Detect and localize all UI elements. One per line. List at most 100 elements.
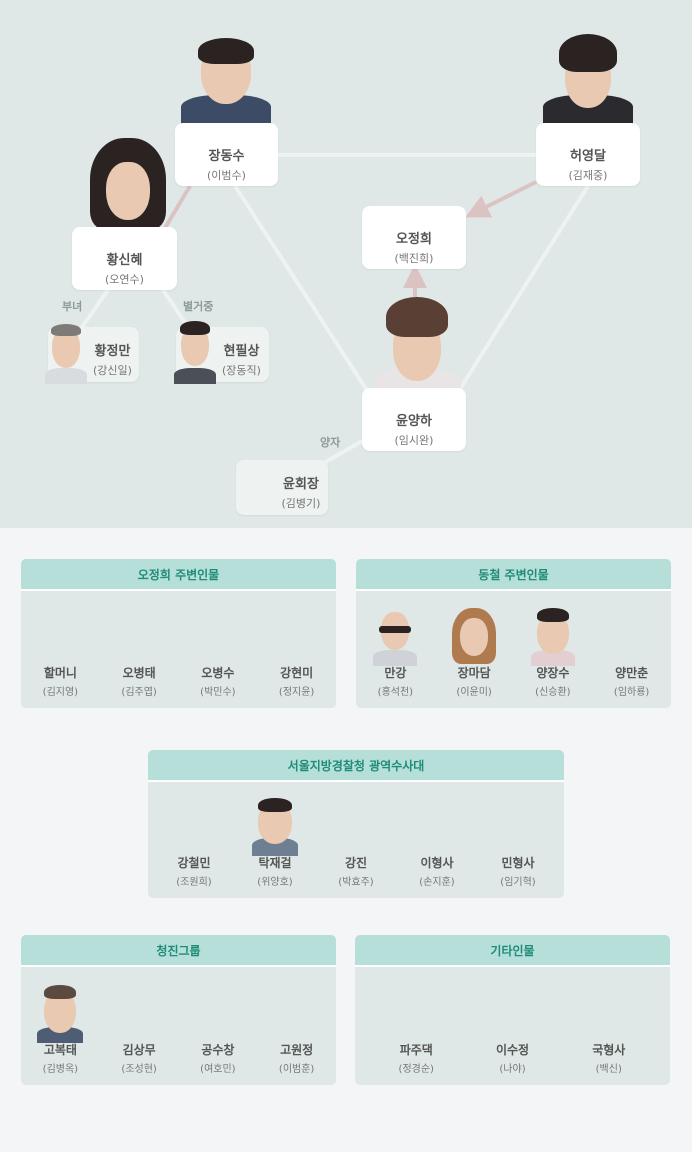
actor: (위양호) (257, 877, 293, 888)
name: 강진 (344, 856, 368, 870)
actor: (박민수) (200, 687, 236, 698)
actor: (박효주) (338, 877, 374, 888)
member[interactable]: 공수창 (여호민) (183, 1041, 253, 1075)
card-jang-dongsu[interactable]: 장동수 (이범수) (175, 123, 278, 186)
actor: (김병옥) (42, 1064, 79, 1075)
name: 윤양하 (396, 414, 432, 429)
member[interactable]: 이형사(손지훈) (402, 854, 472, 888)
section-oh-jeonghui-circle: 오정희 주변인물 할머니 (김지영) 오병태(김주엽) 오병수 (박민수) 강현미 (… (21, 559, 336, 708)
name: 장동수 (208, 149, 245, 164)
name: 현필상 (223, 344, 260, 359)
relation-label-separated: 별거중 (183, 300, 214, 313)
jang-dongsu-photo (180, 30, 272, 125)
actor: (조성현) (121, 1064, 157, 1075)
name: 허영달 (570, 149, 606, 164)
section-title: 동철 주변인물 (356, 559, 671, 591)
name: 오정희 (396, 232, 432, 247)
hwang-sinhye-photo (85, 138, 170, 233)
member-photo (365, 606, 425, 666)
relation-label-adopted-son: 양자 (320, 436, 341, 449)
line-yoon-chairman (321, 438, 365, 466)
actor: (이윤미) (456, 687, 492, 698)
relationship-lines (78, 153, 590, 466)
name: 국형사 (592, 1043, 626, 1057)
member[interactable]: 고복태 (김병옥) (25, 985, 95, 1075)
card-heo-yeongdal[interactable]: 허영달 (김재중) (536, 123, 640, 186)
relationship-chart: 장동수 (이범수) 허영달 (김재중) 황신혜 (오연수) 오정희 (백진희) 윤양하 (… (0, 0, 692, 528)
name: 오병수 (201, 666, 235, 680)
member[interactable]: 국형사 (백신) (574, 1041, 644, 1075)
name: 강현미 (280, 666, 314, 680)
hwang-jeongman-photo (44, 322, 88, 384)
name: 김상무 (122, 1043, 156, 1057)
name: 이형사 (420, 856, 454, 870)
name: 황정만 (94, 344, 131, 359)
line-heo-yoon (456, 184, 590, 394)
member[interactable]: 김상무 (조성현) (104, 1041, 174, 1075)
section-title: 오정희 주변인물 (21, 559, 336, 591)
actor: (임하룡) (613, 687, 650, 698)
member-photo (523, 606, 583, 666)
member-photo (245, 796, 305, 856)
actor: (장동직) (222, 364, 261, 377)
line-hwang-father (78, 288, 110, 332)
actor: (김재중) (568, 169, 608, 182)
actor: (이범훈) (278, 1064, 315, 1075)
card-yoon-yangha[interactable]: 윤양하 (임시완) (362, 388, 466, 451)
actor: (이범수) (207, 169, 246, 182)
actor: (김주엽) (121, 687, 157, 698)
member-photo (444, 606, 504, 666)
actor: (여호민) (200, 1064, 236, 1075)
name: 황신혜 (106, 253, 143, 268)
yoon-yangha-photo (372, 293, 462, 393)
heo-yeongdal-photo (542, 30, 634, 125)
member[interactable]: 강철민(조원희) (159, 854, 229, 888)
actor: (정지윤) (278, 687, 315, 698)
actor: (백신) (595, 1064, 622, 1075)
name: 양장수 (536, 666, 570, 680)
member[interactable]: 양만춘 (임하룡) (597, 664, 667, 698)
section-title: 청진그룹 (21, 935, 336, 967)
member[interactable]: 고원정 (이범훈) (262, 1041, 332, 1075)
line-hwang-jang (163, 184, 192, 230)
actor: (나야) (499, 1064, 526, 1075)
section-dongcheol-circle: 동철 주변인물 만강(홍석천) 장마담(이윤미) 양장수(신승환) 양만춘 (임하… (356, 559, 671, 708)
member[interactable]: 탁재걸 (위양호) (240, 798, 310, 888)
actor: (김지영) (42, 687, 79, 698)
name: 파주댁 (399, 1043, 433, 1057)
member[interactable]: 강진 (박효주) (321, 854, 391, 888)
member[interactable]: 파주댁(정경순) (381, 1041, 451, 1075)
member[interactable]: 오병태(김주엽) (104, 664, 174, 698)
actor: (임시완) (394, 434, 434, 447)
member-photo (30, 983, 90, 1043)
member[interactable]: 이수정 (나야) (478, 1041, 548, 1075)
name: 공수창 (201, 1043, 235, 1057)
name: 고복태 (43, 1043, 77, 1057)
actor: (백진희) (394, 252, 434, 265)
hyeon-pilsang-photo (173, 320, 217, 384)
name: 할머니 (43, 666, 77, 680)
name: 만강 (384, 666, 407, 680)
member[interactable]: 민형사(임기혁) (483, 854, 553, 888)
actor: (오연수) (105, 273, 144, 286)
member[interactable]: 강현미 (정지윤) (262, 664, 332, 698)
member[interactable]: 양장수(신승환) (518, 608, 588, 698)
name: 탁재걸 (258, 856, 292, 870)
section-seoul-police-unit: 서울지방경찰청 광역수사대 강철민(조원희) 탁재걸(위양호) 강진(박효주) … (148, 750, 564, 898)
name: 민형사 (501, 856, 535, 870)
card-yoon-chairman[interactable]: 윤회장(김병기) (236, 460, 328, 515)
name: 윤회장 (283, 477, 319, 492)
name: 고원정 (280, 1043, 314, 1057)
member[interactable]: 할머니 (김지영) (25, 664, 95, 698)
card-hwang-sinhye[interactable]: 황신혜 (오연수) (72, 227, 177, 290)
card-oh-jeonghui[interactable]: 오정희 (백진희) (362, 206, 466, 269)
member[interactable]: 만강(홍석천) (360, 612, 430, 698)
member[interactable]: 장마담(이윤미) (439, 608, 509, 698)
section-cheongjin-group: 청진그룹 고복태 (김병옥) 김상무 (조성현) 공수창 (여호민) 고원정 (이범훈) (21, 935, 336, 1085)
section-title: 기타인물 (355, 935, 670, 967)
name: 강철민 (177, 856, 211, 870)
member[interactable]: 오병수 (박민수) (183, 664, 253, 698)
section-others: 기타인물 파주댁(정경순) 이수정 (나야) 국형사 (백신) (355, 935, 670, 1085)
name: 이수정 (495, 1043, 530, 1057)
name: 양만춘 (615, 666, 649, 680)
